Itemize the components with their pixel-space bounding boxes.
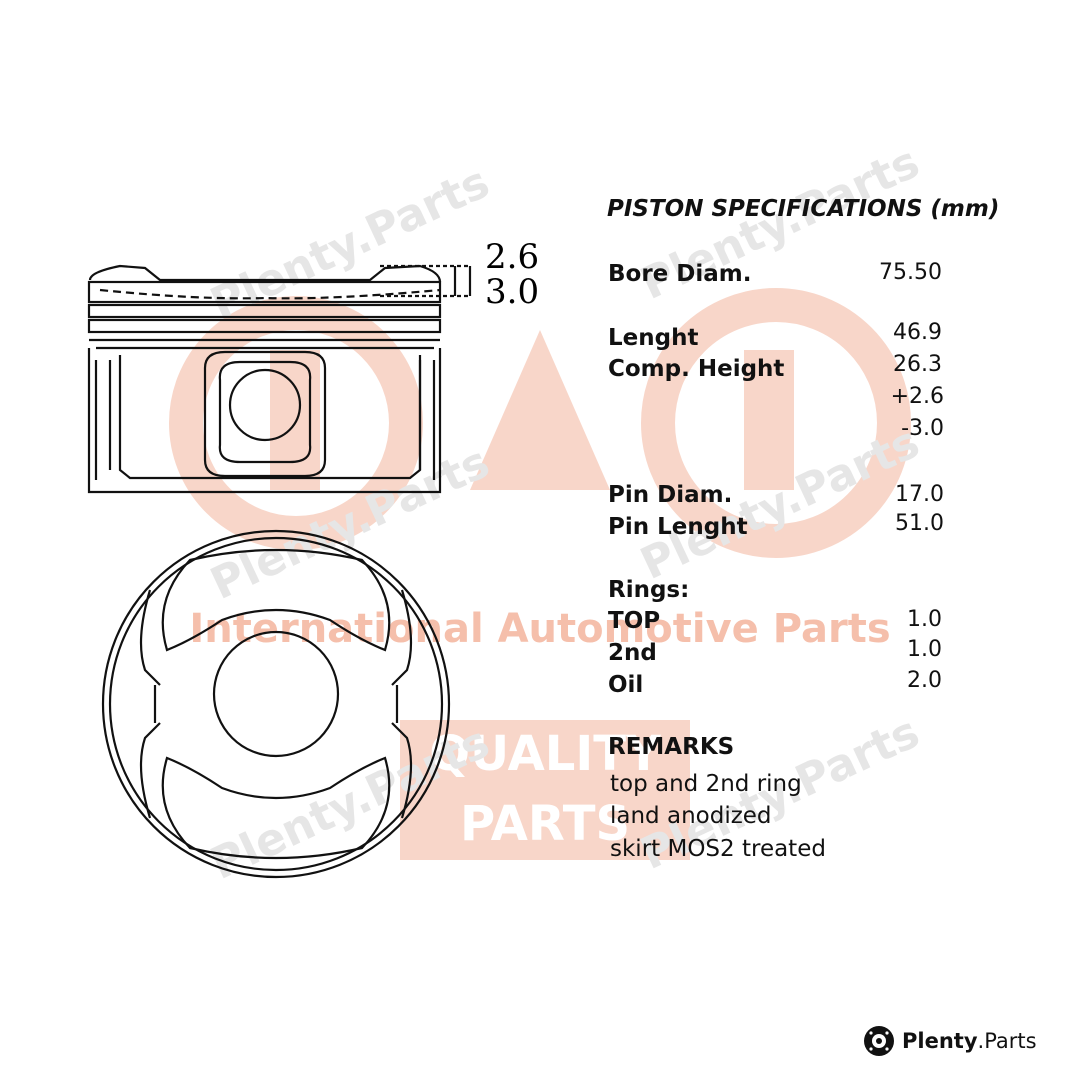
footer-brand: Plenty bbox=[902, 1029, 978, 1053]
ring-label-2nd: 2nd bbox=[608, 640, 657, 666]
spec-value-comp-height: 26.3 bbox=[893, 352, 942, 377]
dimension-bottom: 3.0 bbox=[485, 272, 539, 312]
ring-label-oil: Oil bbox=[608, 672, 644, 698]
spec-value-pin-length: 51.0 bbox=[895, 511, 944, 536]
spec-value-bore: 75.50 bbox=[879, 260, 942, 285]
spec-label-comp-height: Comp. Height bbox=[608, 356, 785, 382]
ring-value-top: 1.0 bbox=[907, 607, 942, 632]
remark-line: top and 2nd ring bbox=[610, 771, 802, 797]
ring-label-top: TOP bbox=[608, 608, 661, 634]
spec-value-comp-height-plus: +2.6 bbox=[890, 384, 944, 409]
watermark-quality: QUALITY bbox=[429, 726, 662, 782]
spec-label-pin-length: Pin Lenght bbox=[608, 514, 748, 540]
spec-value-pin-diam: 17.0 bbox=[895, 482, 944, 507]
ring-value-oil: 2.0 bbox=[907, 668, 942, 693]
rings-heading: Rings: bbox=[608, 577, 690, 603]
dimension-top: 2.6 bbox=[485, 237, 539, 277]
spec-title: PISTON SPECIFICATIONS (mm) bbox=[607, 196, 1000, 222]
watermark-parts: PARTS bbox=[460, 796, 630, 852]
footer-suffix: .Parts bbox=[977, 1029, 1037, 1053]
brake-disc-icon bbox=[864, 1026, 894, 1056]
spec-label-length: Lenght bbox=[608, 325, 699, 351]
spec-value-comp-height-minus: -3.0 bbox=[901, 416, 944, 441]
footer-logo: Plenty.Parts bbox=[862, 1024, 1037, 1058]
remarks-heading: REMARKS bbox=[608, 734, 735, 760]
remark-line: land anodized bbox=[610, 803, 772, 829]
ring-value-2nd: 1.0 bbox=[907, 637, 942, 662]
spec-value-length: 46.9 bbox=[893, 320, 942, 345]
spec-label-bore: Bore Diam. bbox=[608, 261, 752, 287]
remark-line: skirt MOS2 treated bbox=[610, 836, 826, 862]
spec-label-pin-diam: Pin Diam. bbox=[608, 482, 733, 508]
